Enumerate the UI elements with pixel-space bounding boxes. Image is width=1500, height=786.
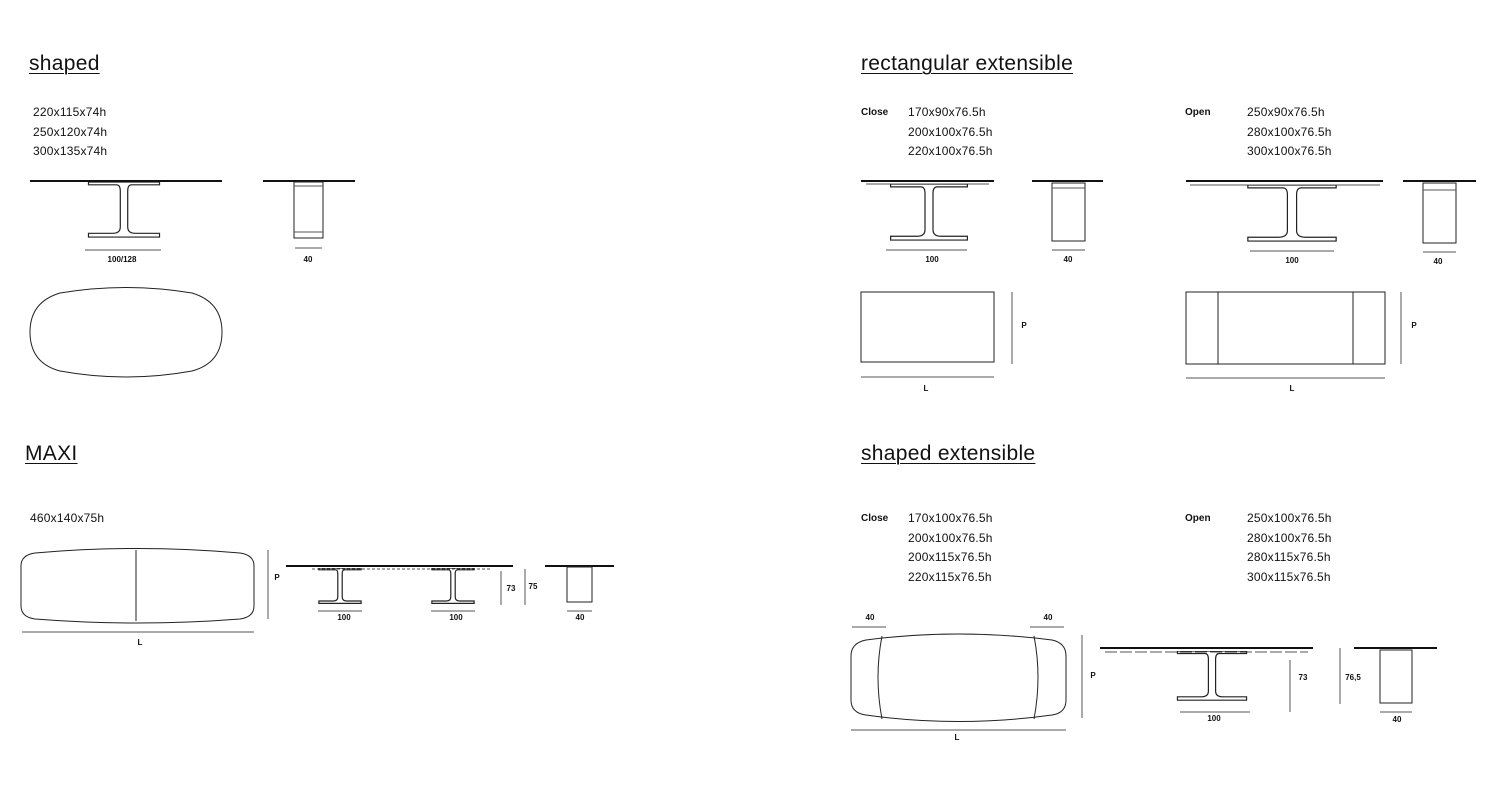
- dimension-label: 40: [575, 613, 585, 622]
- shaped-ext-top-view: [850, 626, 1083, 731]
- open-label: Open: [1185, 513, 1211, 524]
- dimension-label: L: [137, 638, 143, 647]
- size-item: 460x140x75h: [30, 511, 105, 525]
- rect-open-end-view: [1403, 180, 1476, 253]
- rect-close-side-view: [861, 180, 994, 251]
- section-title-rectangular-extensible: rectangular extensible: [861, 52, 1074, 75]
- size-item: 220x100x76.5h: [908, 144, 993, 158]
- section-title-maxi: MAXI: [25, 442, 78, 465]
- size-list: 220x115x74h 250x120x74h 300x135x74h: [33, 103, 107, 162]
- shaped-ext-side-view: [1100, 647, 1313, 713]
- size-list: 170x90x76.5h 200x100x76.5h 220x100x76.5h: [908, 103, 993, 162]
- size-item: 220x115x76.5h: [908, 569, 992, 584]
- size-item: 280x115x76.5h: [1247, 550, 1331, 564]
- dimension-label: P: [1021, 321, 1027, 330]
- close-label: Close: [861, 107, 889, 118]
- dimension-label: L: [923, 384, 929, 393]
- section-title-shaped: shaped: [29, 52, 100, 75]
- maxi-side-view: [286, 565, 526, 612]
- dimension-label: 76,5: [1345, 673, 1361, 682]
- dimension-label: 100: [449, 613, 463, 622]
- rect-close-top-view: [860, 291, 1013, 378]
- close-label: Close: [861, 513, 889, 524]
- size-item: 220x115x74h: [33, 105, 107, 119]
- maxi-end-view: [545, 565, 614, 612]
- size-item: 250x90x76.5h: [1247, 105, 1325, 119]
- size-item: 300x115x76.5h: [1247, 569, 1331, 584]
- size-item: 200x100x76.5h: [908, 124, 993, 139]
- shaped-end-view: [263, 180, 355, 249]
- dimension-label: 100: [1207, 714, 1221, 723]
- dimension-label: 100: [337, 613, 351, 622]
- dimension-label: 40: [303, 255, 313, 264]
- shaped-top-view: [29, 287, 223, 378]
- dimension-label: 40: [1433, 257, 1443, 266]
- rect-open-top-view: [1185, 291, 1402, 379]
- size-item: 280x100x76.5h: [1247, 124, 1332, 139]
- size-item: 200x115x76.5h: [908, 550, 992, 564]
- open-label: Open: [1185, 107, 1211, 118]
- dimension-label: 40: [1392, 715, 1402, 724]
- dimension-label: L: [954, 733, 960, 742]
- dimension-label: 40: [865, 613, 875, 622]
- dimension-label: 40: [1063, 255, 1073, 264]
- dimension-label: 100: [925, 255, 939, 264]
- size-item: 280x100x76.5h: [1247, 530, 1332, 545]
- maxi-top-view: [20, 548, 269, 633]
- size-item: 300x100x76.5h: [1247, 144, 1332, 158]
- size-item: 250x100x76.5h: [1247, 511, 1332, 525]
- section-title-shaped-extensible: shaped extensible: [861, 442, 1036, 465]
- size-item: 170x90x76.5h: [908, 105, 986, 119]
- size-item: 170x100x76.5h: [908, 511, 993, 525]
- dimension-label: P: [274, 573, 280, 582]
- size-list: 170x100x76.5h 200x100x76.5h 200x115x76.5…: [908, 509, 993, 587]
- dimension-label: 75: [528, 582, 538, 591]
- dimension-label: 100: [1285, 256, 1299, 265]
- dimension-label: L: [1289, 384, 1295, 393]
- rect-open-side-view: [1186, 180, 1383, 252]
- size-item: 200x100x76.5h: [908, 530, 993, 545]
- shaped-ext-end-view: [1339, 647, 1437, 713]
- dimension-label: 40: [1043, 613, 1053, 622]
- dimension-label: P: [1411, 321, 1417, 330]
- size-item: 300x135x74h: [33, 144, 108, 158]
- dimension-label: P: [1090, 671, 1096, 680]
- rect-close-end-view: [1032, 180, 1103, 251]
- dimension-label: 73: [506, 584, 516, 593]
- dimension-label: 100/128: [107, 255, 137, 264]
- shaped-side-view: [30, 180, 222, 251]
- size-item: 250x120x74h: [33, 124, 108, 139]
- dimension-label: 73: [1298, 673, 1308, 682]
- size-list: 250x100x76.5h 280x100x76.5h 280x115x76.5…: [1247, 509, 1332, 587]
- size-list: 250x90x76.5h 280x100x76.5h 300x100x76.5h: [1247, 103, 1332, 162]
